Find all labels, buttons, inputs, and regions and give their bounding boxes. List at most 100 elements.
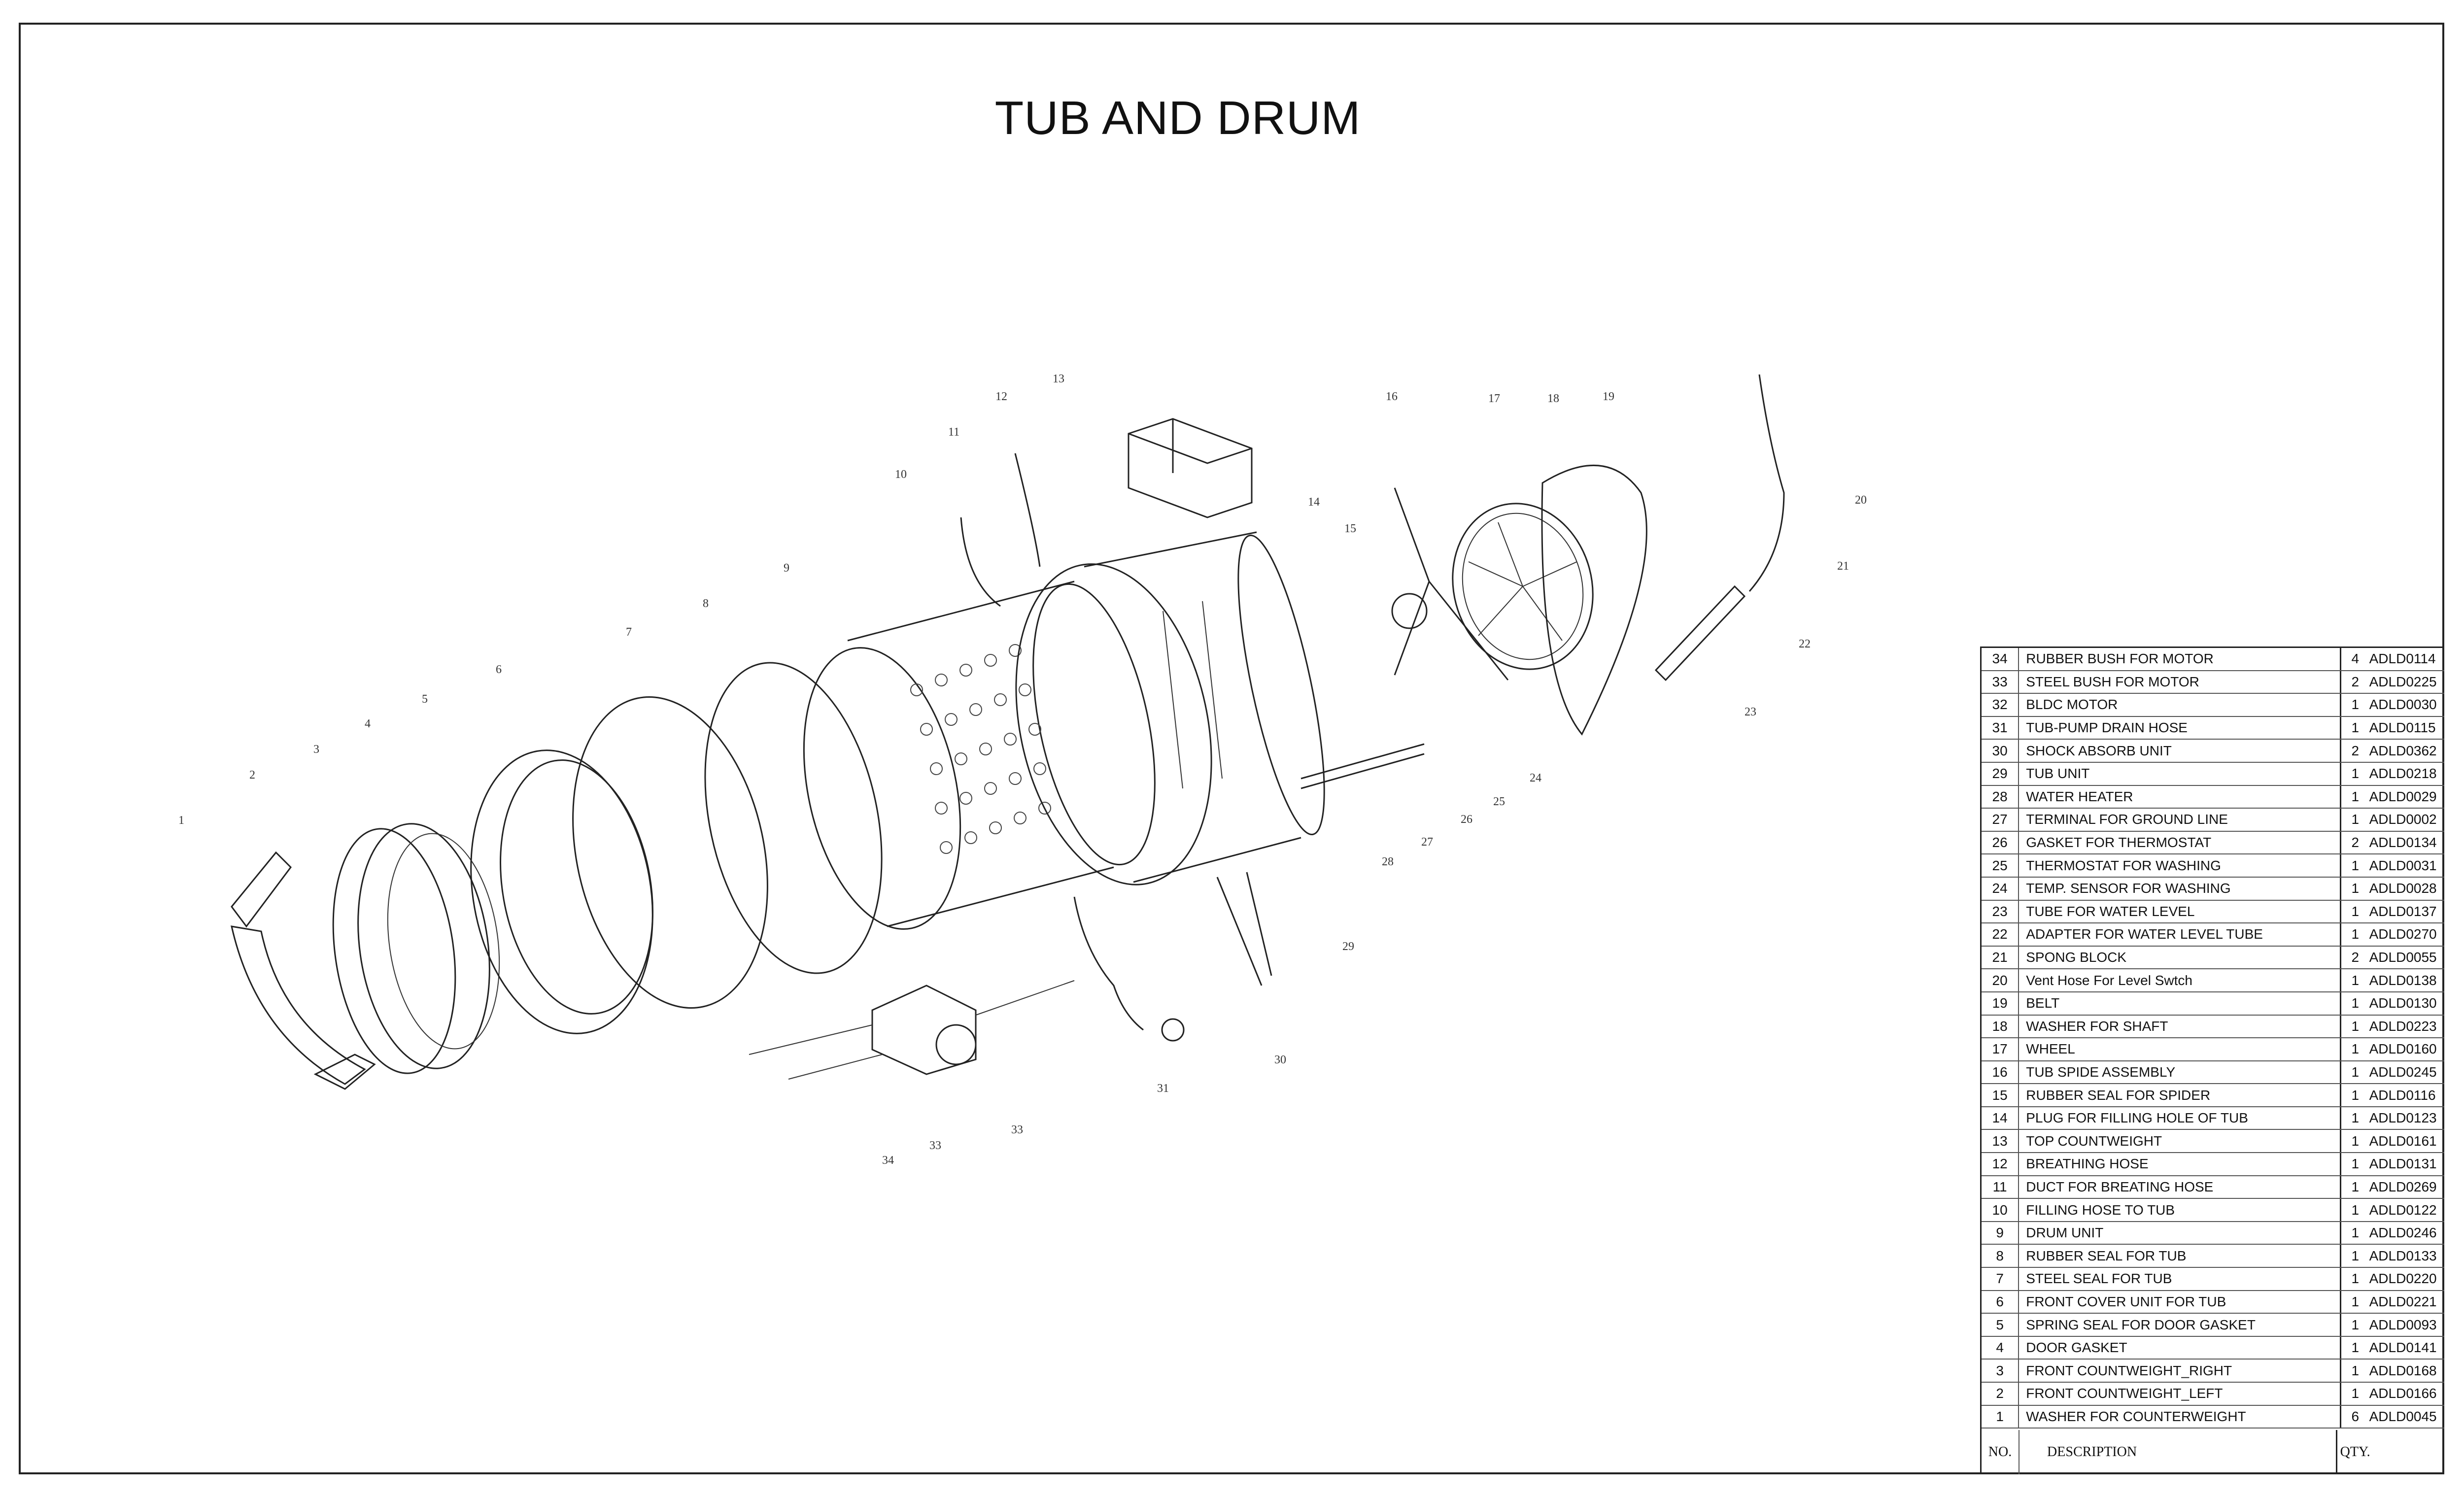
pulley-wheel <box>1452 503 1594 670</box>
part-qty: 1 <box>2351 1179 2360 1194</box>
part-description: FRONT COUNTWEIGHT_RIGHT <box>2019 1360 2341 1382</box>
drum-unit <box>803 580 1156 930</box>
water-heater <box>1300 743 1425 789</box>
part-code: ADLD0116 <box>2369 1087 2436 1103</box>
callout-19: 19 <box>1603 390 1614 403</box>
callout-33b: 33 <box>929 1139 941 1152</box>
part-code: ADLD0138 <box>2369 972 2437 988</box>
part-description: DRUM UNIT <box>2019 1222 2341 1244</box>
tub-unit <box>1015 531 1325 885</box>
part-description: TUB-PUMP DRAIN HOSE <box>2019 716 2341 739</box>
part-qty: 1 <box>2351 720 2360 736</box>
part-qty: 1 <box>2351 1362 2360 1378</box>
page-title: TUB AND DRUM <box>994 92 1361 144</box>
part-qty: 1 <box>2351 995 2360 1011</box>
part-no: 6 <box>1982 1291 2019 1313</box>
part-code: ADLD0045 <box>2369 1408 2437 1424</box>
part-code: ADLD0246 <box>2369 1225 2437 1241</box>
part-description: TOP COUNTWEIGHT <box>2019 1130 2341 1153</box>
part-qty: 1 <box>2351 812 2360 827</box>
part-qty: 2 <box>2351 674 2360 689</box>
part-no: 18 <box>1982 1015 2019 1038</box>
part-no: 10 <box>1982 1199 2019 1221</box>
part-code: ADLD0221 <box>2369 1293 2437 1309</box>
part-code: ADLD0166 <box>2369 1386 2437 1401</box>
part-description: WATER HEATER <box>2019 785 2341 808</box>
part-description: DUCT FOR BREATING HOSE <box>2019 1176 2341 1198</box>
part-no: 25 <box>1982 854 2019 877</box>
part-description: BELT <box>2019 992 2341 1015</box>
part-qty: 1 <box>2351 1041 2360 1057</box>
part-no: 28 <box>1982 785 2019 808</box>
part-code: ADLD0225 <box>2369 674 2437 689</box>
filling-hose <box>960 453 1041 607</box>
part-qty: 1 <box>2351 1018 2360 1034</box>
part-no: 20 <box>1982 969 2019 991</box>
part-qty: 1 <box>2351 972 2360 988</box>
part-description: FRONT COUNTWEIGHT_LEFT <box>2019 1383 2341 1405</box>
part-description: TERMINAL FOR GROUND LINE <box>2019 809 2341 831</box>
part-code: ADLD0028 <box>2369 881 2437 896</box>
belt <box>1541 464 1647 736</box>
part-no: 30 <box>1982 740 2019 762</box>
callout-22: 22 <box>1799 638 1811 650</box>
part-qty: 6 <box>2351 1408 2360 1424</box>
water-level-tube <box>1654 374 1785 681</box>
part-description: RUBBER SEAL FOR TUB <box>2019 1245 2341 1267</box>
part-description: STEEL SEAL FOR TUB <box>2019 1268 2341 1290</box>
part-code: ADLD0093 <box>2369 1317 2437 1332</box>
callout-26: 26 <box>1461 813 1472 826</box>
callout-21: 21 <box>1837 560 1849 573</box>
part-description: SPONG BLOCK <box>2019 946 2341 969</box>
part-no: 16 <box>1982 1061 2019 1084</box>
front-cover <box>470 749 653 1034</box>
callout-27: 27 <box>1421 836 1433 849</box>
part-description: SPRING SEAL FOR DOOR GASKET <box>2019 1314 2341 1336</box>
part-qty: 1 <box>2351 766 2360 782</box>
part-description: RUBBER BUSH FOR MOTOR <box>2019 648 2341 670</box>
callout-33a: 33 <box>1011 1123 1023 1136</box>
part-code: ADLD0134 <box>2369 835 2437 851</box>
part-description: ADAPTER FOR WATER LEVEL TUBE <box>2019 923 2341 946</box>
part-qty: 1 <box>2351 881 2360 896</box>
header-qty: QTY. <box>2340 1444 2370 1460</box>
part-description: TUBE FOR WATER LEVEL <box>2019 900 2341 923</box>
steel-seal-ring <box>572 696 768 1009</box>
part-description: STEEL BUSH FOR MOTOR <box>2019 671 2341 693</box>
header-no: NO. <box>1982 1430 2020 1474</box>
part-description: Vent Hose For Level Swtch <box>2019 969 2341 991</box>
part-qty: 1 <box>2351 857 2360 873</box>
callout-2: 2 <box>249 769 255 782</box>
part-no: 24 <box>1982 877 2019 900</box>
callout-3: 3 <box>313 743 319 756</box>
part-code: ADLD0122 <box>2369 1202 2437 1218</box>
part-no: 26 <box>1982 831 2019 854</box>
part-qty: 1 <box>2351 1202 2360 1218</box>
callout-29: 29 <box>1342 940 1354 953</box>
part-qty: 1 <box>2351 1225 2360 1241</box>
part-description: TUB SPIDE ASSEMBLY <box>2019 1061 2341 1084</box>
part-code: ADLD0029 <box>2369 788 2437 804</box>
part-qty: 1 <box>2351 903 2360 919</box>
part-no: 4 <box>1982 1336 2019 1359</box>
part-description: BREATHING HOSE <box>2019 1153 2341 1175</box>
callout-5: 5 <box>422 693 428 706</box>
part-description: WHEEL <box>2019 1038 2341 1060</box>
part-description: SHOCK ABSORB UNIT <box>2019 740 2341 762</box>
callout-31: 31 <box>1157 1082 1169 1095</box>
drawing-frame <box>19 23 2444 1474</box>
part-no: 22 <box>1982 923 2019 946</box>
